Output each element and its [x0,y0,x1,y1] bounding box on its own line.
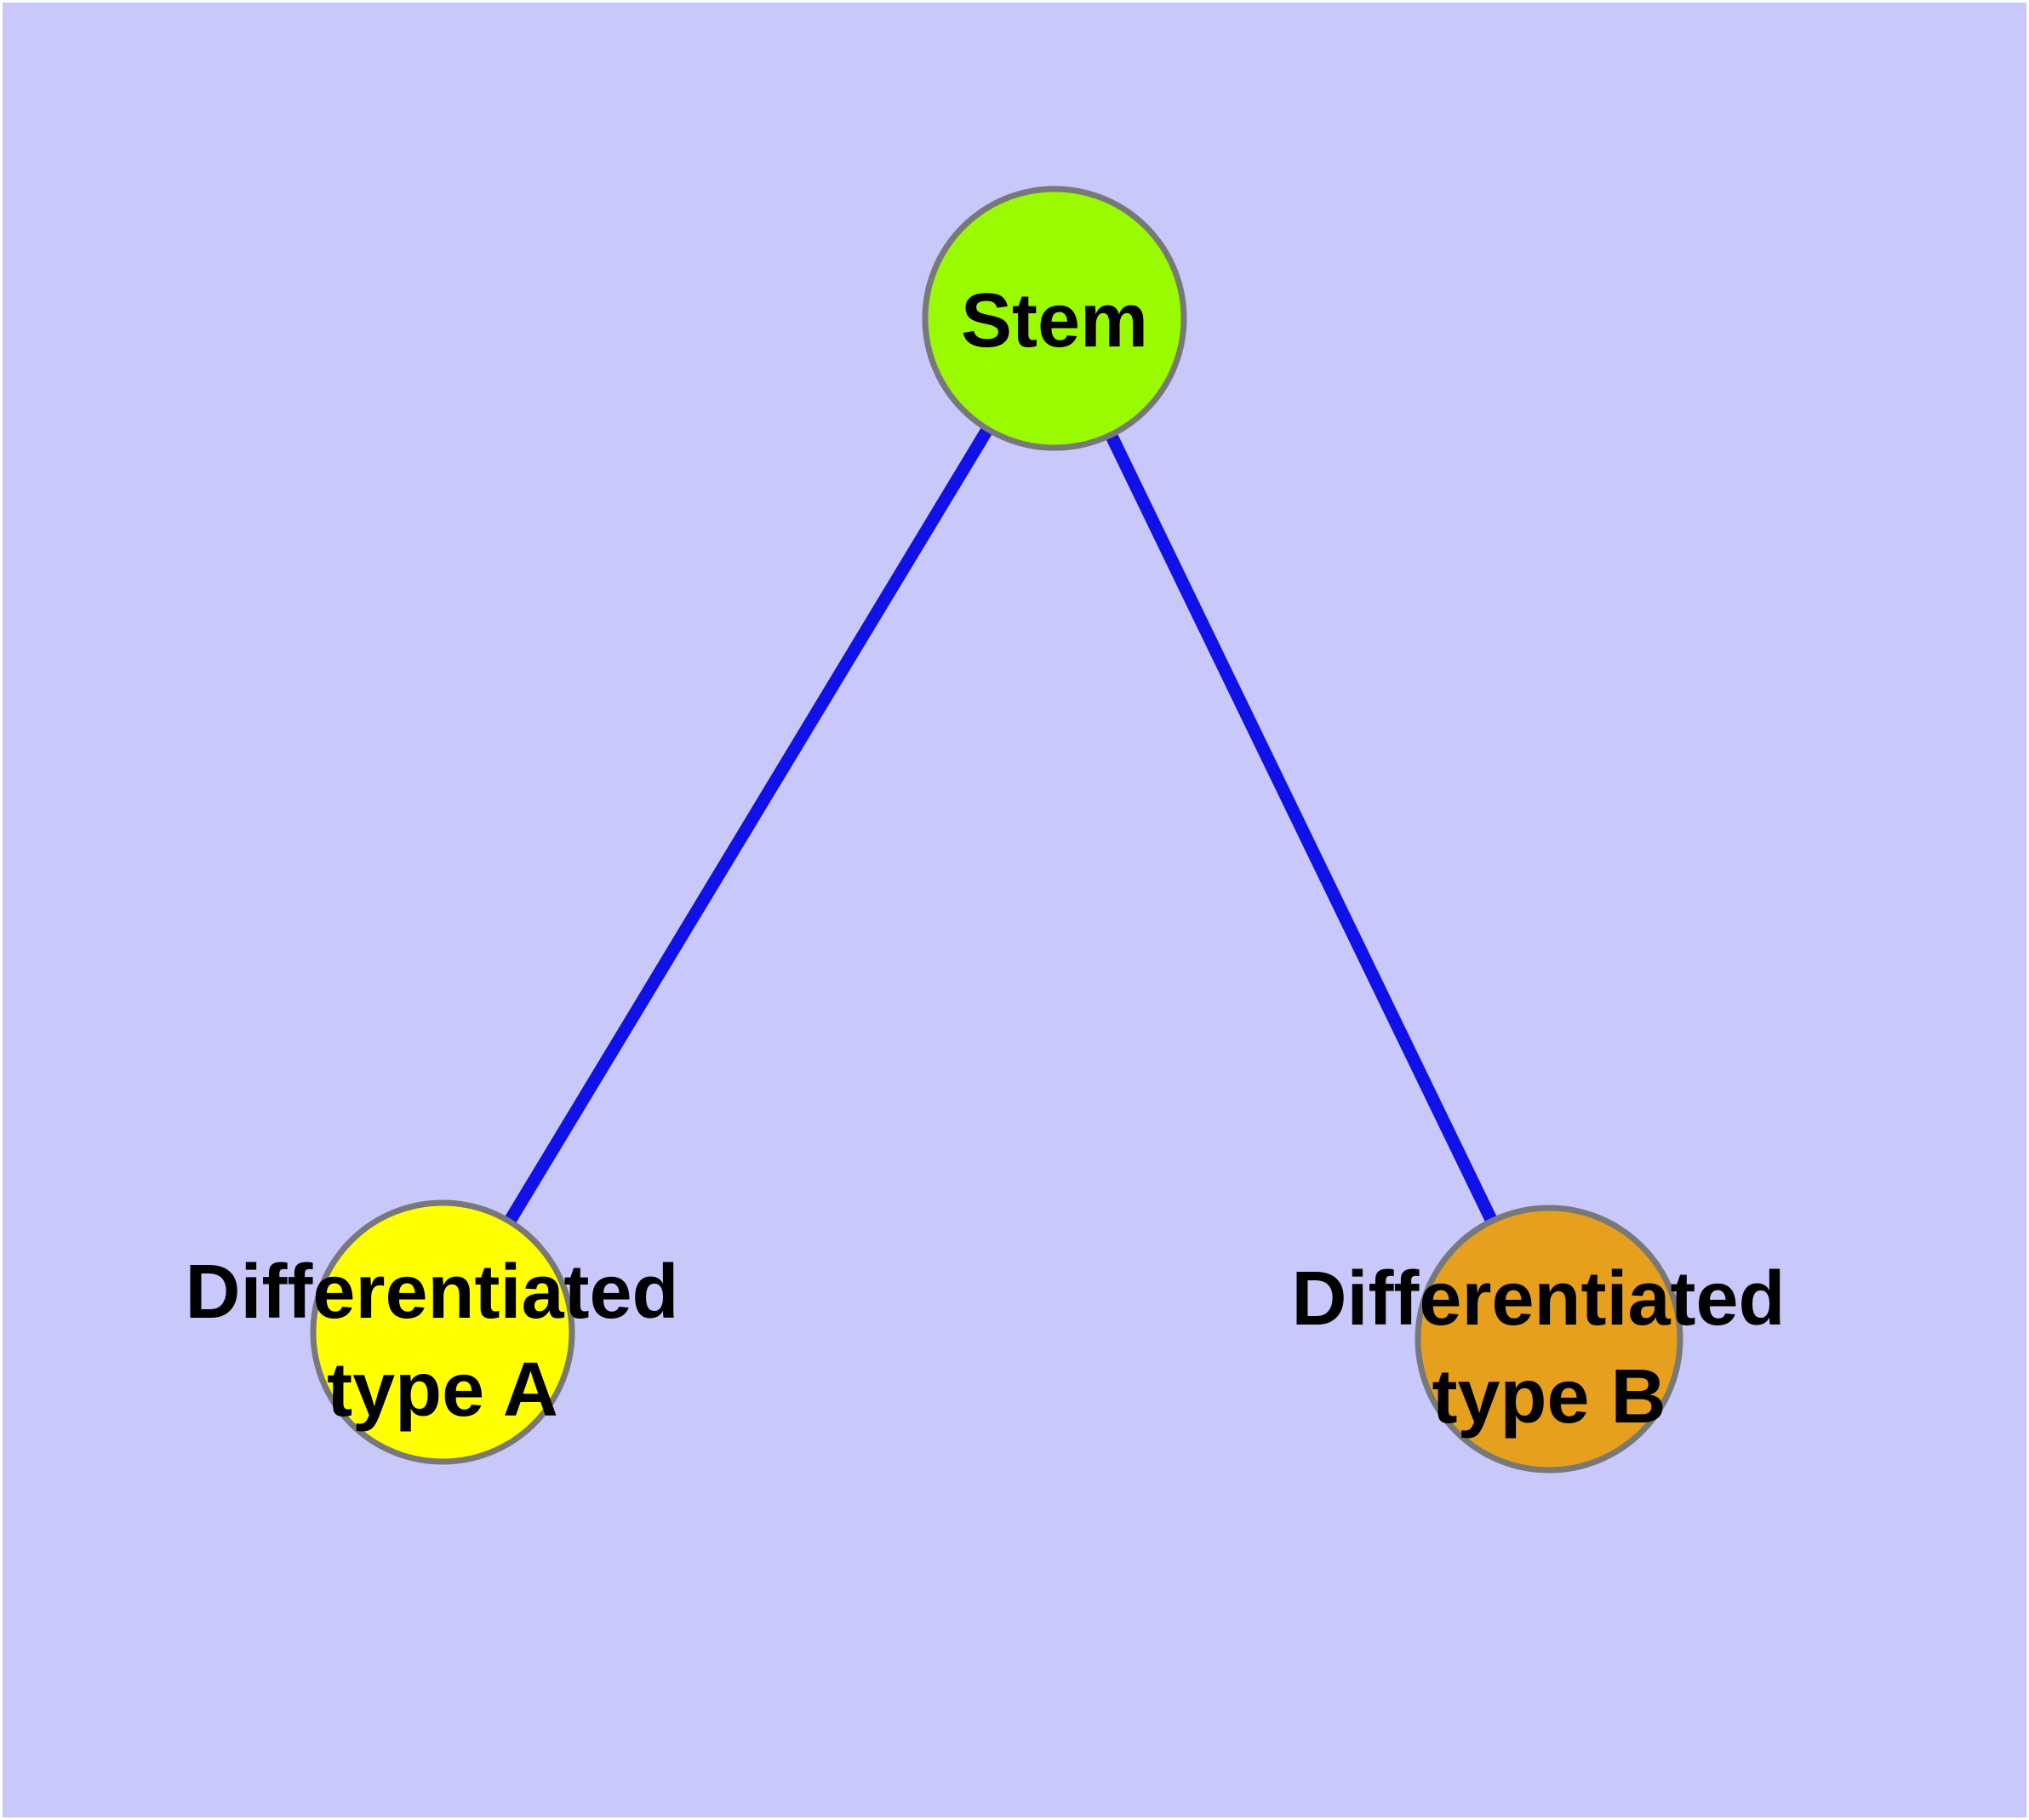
edge-stem-to-type-a [437,315,1060,1336]
node-stem-label: Stem [961,278,1148,363]
edge-stem-to-type-b [1049,315,1555,1342]
node-type-a-label-line1: Differentiated [185,1250,678,1335]
node-type-b-label-line1: Differentiated [1291,1256,1785,1342]
node-type-a-label: Differentiated type A [185,1250,700,1433]
node-type-a-label-line2: type A [327,1348,558,1433]
node-stem [922,186,1187,451]
node-type-a [310,1199,575,1465]
node-type-b-label-line2: type B [1432,1354,1666,1439]
node-type-b [1415,1205,1683,1474]
node-type-b-label: Differentiated type B [1291,1256,1806,1439]
